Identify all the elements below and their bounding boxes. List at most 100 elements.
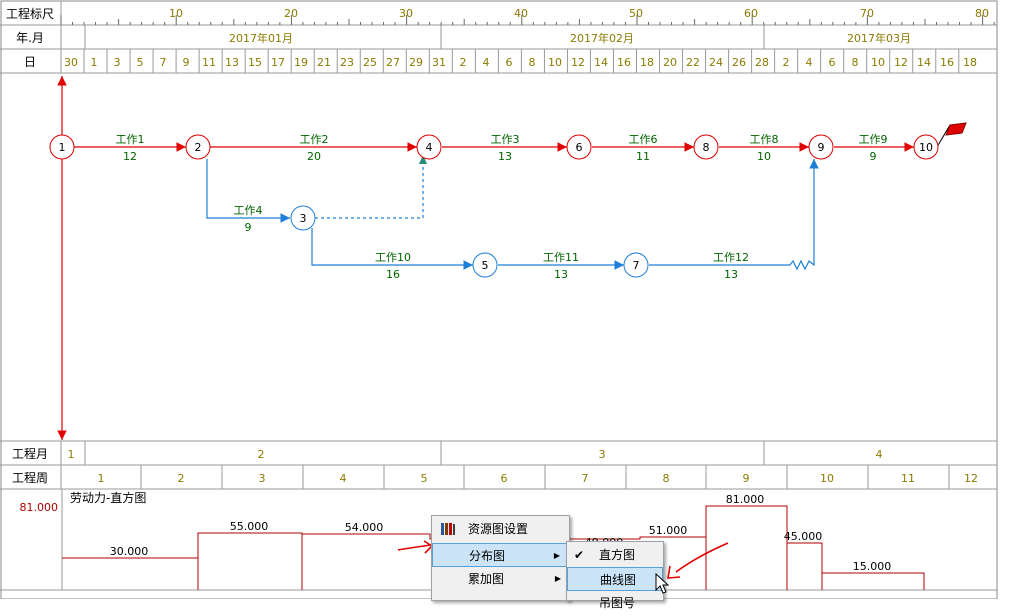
submenu-item-curve[interactable]: 曲线图 (567, 567, 663, 591)
day-label: 24 (709, 56, 723, 69)
day-label: 21 (317, 56, 331, 69)
submenu-item-histogram[interactable]: ✔ 直方图 (567, 543, 663, 567)
node-9[interactable]: 9 (808, 134, 834, 160)
scale-labels: 10 20 30 40 50 60 70 80 (169, 7, 989, 20)
day-label: 14 (594, 56, 608, 69)
submenu-item-label: 曲线图 (600, 573, 637, 587)
node-4[interactable]: 4 (416, 134, 442, 160)
node-8[interactable]: 8 (693, 134, 719, 160)
day-label: 17 (271, 56, 285, 69)
day-label: 8 (529, 56, 536, 69)
day-label: 16 (940, 56, 954, 69)
histogram-title: 劳动力-直方图 (70, 490, 146, 505)
day-label: 12 (894, 56, 908, 69)
task-name: 工作9 (859, 133, 888, 146)
proj-week-label: 2 (178, 472, 185, 485)
proj-month-label: 3 (599, 448, 606, 461)
day-label: 9 (183, 56, 190, 69)
day-label: 18 (640, 56, 654, 69)
day-label: 7 (160, 56, 167, 69)
proj-week-label: 4 (340, 472, 347, 485)
histogram-value: 54.000 (345, 521, 384, 534)
task-name: 工作12 (713, 251, 749, 264)
task-duration: 11 (636, 150, 650, 163)
dummy-arrow[interactable] (315, 159, 424, 219)
proj-week-row-label: 工程周 (12, 470, 48, 485)
histogram-value: 55.000 (230, 520, 269, 533)
scale-ticks (60, 15, 995, 25)
task-name: 工作11 (543, 251, 579, 264)
annotation-arrow-left (397, 540, 434, 554)
scale-tick-label: 70 (860, 7, 874, 20)
day-label: 6 (829, 56, 836, 69)
proj-week-label: 8 (663, 472, 670, 485)
day-label: 30 (64, 56, 78, 69)
day-label: 16 (617, 56, 631, 69)
task-duration: 9 (245, 221, 252, 234)
day-label: 28 (755, 56, 769, 69)
node-10[interactable]: 10 (913, 134, 939, 160)
node-label: 2 (195, 141, 202, 154)
menu-item-resource-settings[interactable]: 资源图设置 (432, 517, 569, 541)
node-2[interactable]: 2 (185, 134, 211, 160)
annotation-arrow-right (667, 542, 729, 579)
node-label: 5 (482, 259, 489, 272)
menu-item-label: 累加图 (468, 572, 505, 586)
proj-month-row-label: 工程月 (12, 446, 48, 461)
task-arrow[interactable] (311, 228, 473, 270)
context-menu: 资源图设置 分布图 ▶ 累加图 ▶ (431, 515, 570, 601)
histogram-value: 51.000 (649, 524, 688, 537)
finish-flag-icon (945, 122, 967, 136)
node-6[interactable]: 6 (566, 134, 592, 160)
task-duration: 10 (757, 150, 771, 163)
day-label: 1 (91, 56, 98, 69)
task-name: 工作10 (375, 251, 411, 264)
node-1[interactable]: 1 (49, 134, 75, 160)
submenu-item-third[interactable]: 吊图号 (567, 591, 663, 615)
task-name: 工作2 (300, 133, 329, 146)
dummy-arrow-head (419, 155, 427, 164)
books-icon (441, 523, 455, 535)
day-label: 4 (806, 56, 813, 69)
day-label: 15 (248, 56, 262, 69)
yearmonth-row-label: 年.月 (16, 31, 44, 45)
day-label: 2 (783, 56, 790, 69)
node-label: 7 (633, 259, 640, 272)
day-label: 6 (506, 56, 513, 69)
day-label: 22 (686, 56, 700, 69)
histogram-value: 81.000 (726, 493, 765, 506)
day-label: 5 (137, 56, 144, 69)
submenu-item-label: 吊图号 (599, 596, 636, 610)
task-arrow[interactable] (206, 159, 290, 223)
check-icon: ✔ (574, 548, 585, 562)
menu-item-cumulative[interactable]: 累加图 ▶ (432, 567, 569, 591)
node-5[interactable]: 5 (472, 252, 498, 278)
task-name: 工作8 (750, 133, 779, 146)
proj-month-label: 2 (258, 448, 265, 461)
node-7[interactable]: 7 (623, 252, 649, 278)
node-label: 8 (703, 141, 710, 154)
proj-week-label: 6 (501, 472, 508, 485)
node-3[interactable]: 3 (290, 205, 316, 231)
proj-week-label: 12 (964, 472, 978, 485)
submenu-arrow-icon: ▶ (553, 551, 560, 560)
proj-week-label: 7 (582, 472, 589, 485)
histogram-max-label: 81.000 (20, 501, 59, 514)
submenu-arrow-icon: ▶ (554, 574, 561, 583)
task-duration: 13 (554, 268, 568, 281)
proj-week-label: 5 (421, 472, 428, 485)
task-name: 工作1 (116, 133, 145, 146)
task-arrow[interactable] (649, 159, 819, 271)
day-label: 10 (548, 56, 562, 69)
proj-week-label: 10 (820, 472, 834, 485)
proj-week-label: 9 (743, 472, 750, 485)
day-label: 8 (852, 56, 859, 69)
mouse-cursor-icon (655, 573, 669, 594)
node-label: 6 (576, 141, 583, 154)
menu-item-distribution[interactable]: 分布图 ▶ (432, 543, 569, 567)
network-diagram-canvas[interactable]: 工程标尺 年.月 日 工程月 工程周 10 20 30 40 50 60 70 … (0, 0, 1009, 599)
proj-week-label: 11 (901, 472, 915, 485)
day-label: 4 (483, 56, 490, 69)
scale-tick-label: 50 (629, 7, 643, 20)
